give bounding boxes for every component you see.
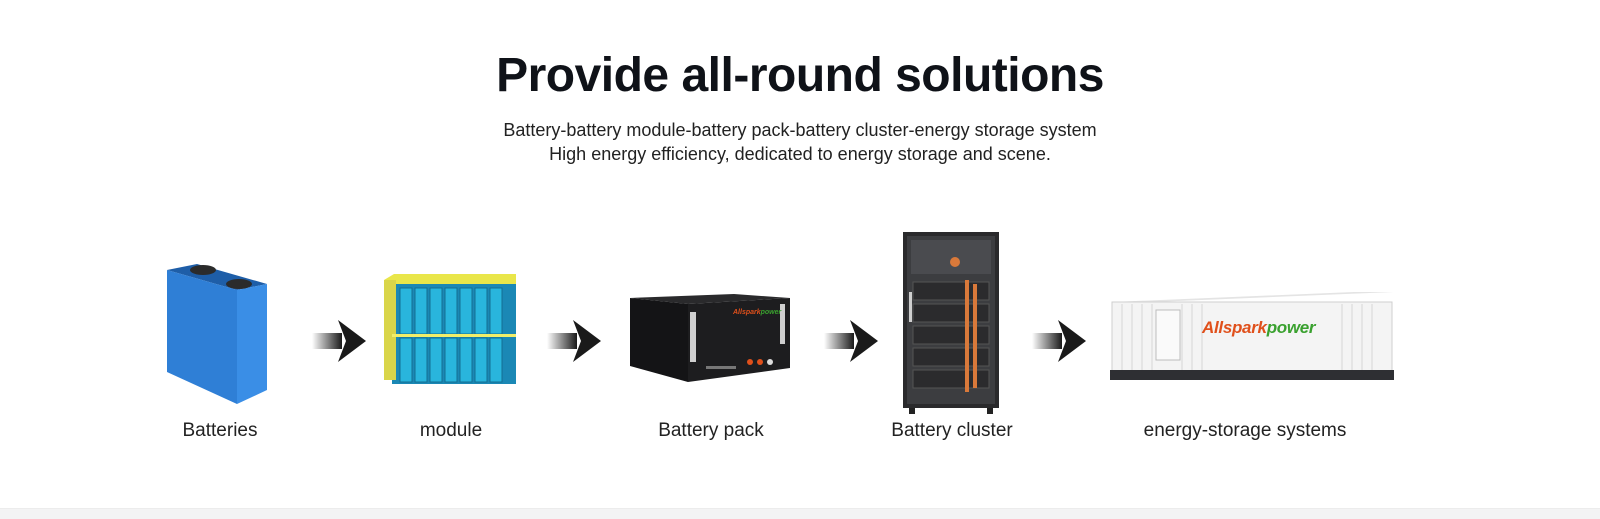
- battery-module-image[interactable]: [384, 272, 518, 391]
- caption-energy-storage-systems: energy-storage systems: [1143, 420, 1347, 441]
- caption-batteries: Batteries: [182, 420, 258, 441]
- page-title: Provide all-round solutions: [496, 49, 1104, 102]
- container-brand-logo: Allsparkpower: [1202, 318, 1316, 337]
- battery-cluster-icon: [903, 232, 999, 414]
- storage-container-image[interactable]: Allsparkpower: [1110, 290, 1396, 391]
- battery-cell-icon: [167, 264, 267, 404]
- battery-cluster-image[interactable]: [903, 232, 999, 419]
- arrow-icon: [312, 320, 368, 367]
- battery-pack-image[interactable]: Allsparkpower: [630, 294, 790, 391]
- storage-container-icon: [1110, 292, 1394, 380]
- pack-brand-logo: Allsparkpower: [733, 309, 782, 316]
- section-divider: [0, 508, 1600, 519]
- subtitle-line-1: Battery-battery module-battery pack-batt…: [503, 120, 1097, 140]
- subtitle-line-2: High energy efficiency, dedicated to ene…: [549, 144, 1051, 164]
- arrow-icon: [547, 320, 603, 367]
- arrow-icon: [1032, 320, 1088, 367]
- battery-cell-image[interactable]: [165, 262, 270, 412]
- arrow-icon: [824, 320, 880, 367]
- battery-module-icon: [384, 274, 516, 384]
- battery-pack-icon: [630, 294, 790, 382]
- caption-battery-pack: Battery pack: [658, 420, 764, 441]
- caption-module: module: [419, 420, 483, 441]
- caption-battery-cluster: Battery cluster: [891, 420, 1013, 441]
